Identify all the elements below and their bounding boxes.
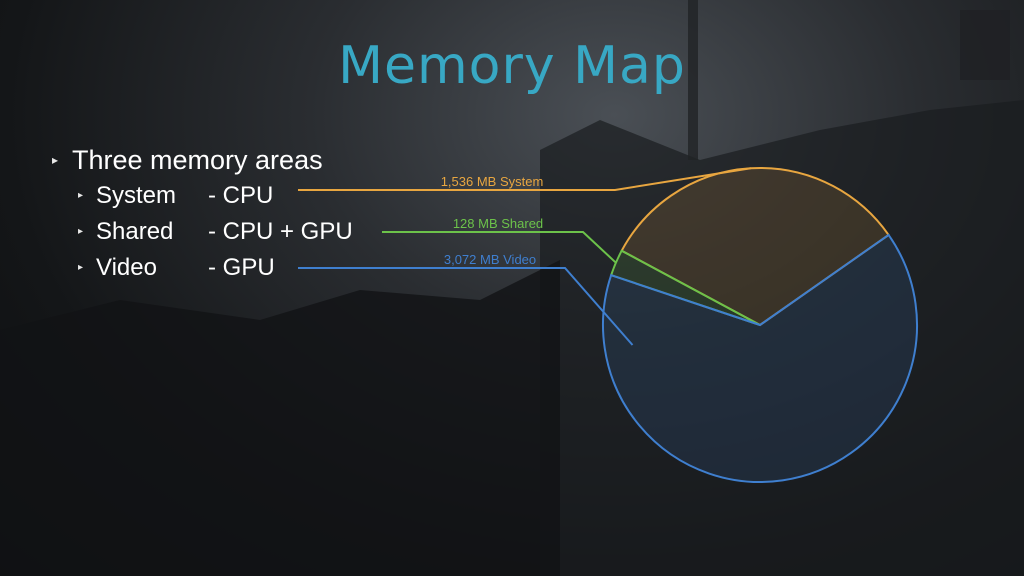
sub-bullet-system: ▸ System - CPU — [78, 178, 353, 214]
slice-video-label: 3,072 MB Video — [444, 252, 536, 267]
bullet-arrow-icon: ▸ — [52, 153, 59, 167]
bullet-main-text: Three memory areas — [72, 145, 323, 175]
slice-system-leader-line — [298, 167, 751, 191]
bullet-arrow-icon: ▸ — [78, 190, 84, 201]
bullet-arrow-icon: ▸ — [78, 226, 84, 237]
slide-title: Memory Map — [338, 36, 686, 96]
bullet-arrow-icon: ▸ — [78, 262, 84, 273]
sub-bullet-name: Video — [96, 254, 157, 281]
slice-shared-label: 128 MB Shared — [453, 216, 543, 231]
slice-system-label: 1,536 MB System — [441, 174, 544, 189]
sub-bullet-name: Shared — [96, 218, 174, 245]
sub-bullet-desc: - CPU + GPU — [208, 218, 353, 245]
slice-video-leader-line — [298, 267, 634, 346]
bullet-list: ▸ Three memory areas ▸ System - CPU ▸ Sh… — [52, 142, 353, 286]
sub-bullet-desc: - GPU — [208, 254, 275, 281]
sub-bullet-shared: ▸ Shared - CPU + GPU — [78, 214, 353, 250]
slice-shared-leader-line — [382, 231, 617, 264]
sub-bullet-video: ▸ Video - GPU — [78, 250, 353, 286]
sub-bullet-desc: - CPU — [208, 182, 274, 209]
slice-video — [602, 233, 918, 483]
bullet-main: ▸ Three memory areas — [52, 142, 353, 178]
sub-bullet-name: System — [96, 182, 177, 209]
